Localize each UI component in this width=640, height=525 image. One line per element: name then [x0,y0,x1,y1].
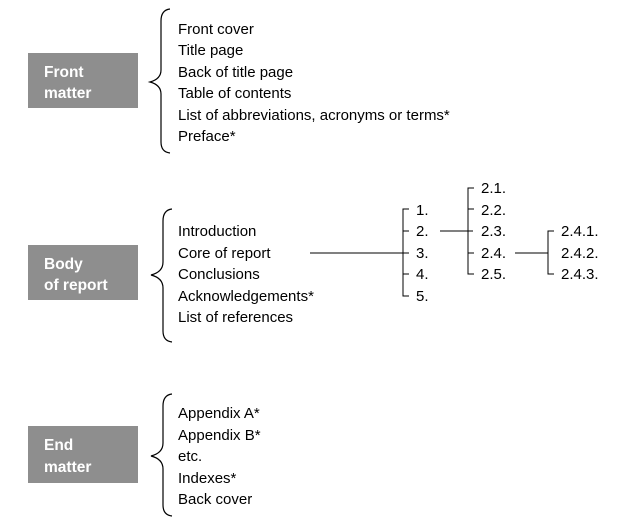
body-item: List of references [178,309,293,326]
front-matter-item: Front cover [178,21,254,38]
level2-number: 2.5. [481,266,506,283]
level1-number: 4. [416,266,429,283]
front-matter-box [28,53,138,108]
level3-bracket [547,230,554,275]
level1-number: 1. [416,202,429,219]
body-label-line-2: of report [44,277,108,294]
level2-bracket [467,187,474,275]
front-matter-brace [147,8,171,154]
body-box [28,245,138,300]
body-item: Conclusions [178,266,260,283]
body-section: Body of report Introduction Core of repo… [28,180,599,343]
end-matter-label-line-1: End [44,437,73,454]
end-matter-item: Back cover [178,491,252,508]
level2-number: 2.1. [481,180,506,197]
end-matter-box [28,426,138,483]
end-matter-section: End matter Appendix A* Appendix B* etc. … [28,393,261,517]
body-item: Introduction [178,223,256,240]
body-item: Core of report [178,245,271,262]
level1-number: 2. [416,223,429,240]
body-label-line-1: Body [44,256,83,273]
front-matter-label-line-1: Front [44,64,84,81]
level2-number: 2.3. [481,223,506,240]
front-matter-item: Table of contents [178,85,291,102]
front-matter-item: Title page [178,42,243,59]
front-matter-label-line-2: matter [44,85,91,102]
level3-number: 2.4.2. [561,245,599,262]
level2-number: 2.2. [481,202,506,219]
level3-number: 2.4.3. [561,266,599,283]
end-matter-item: Appendix A* [178,405,260,422]
level1-number: 3. [416,245,429,262]
end-matter-item: Indexes* [178,470,237,487]
end-matter-brace [150,393,173,517]
end-matter-label-line-2: matter [44,459,91,476]
front-matter-item: Back of title page [178,64,293,81]
body-item: Acknowledgements* [178,288,314,305]
level2-number: 2.4. [481,245,506,262]
body-brace [150,208,173,343]
level1-number: 5. [416,288,429,305]
end-matter-item: etc. [178,448,202,465]
front-matter-section: Front matter Front cover Title page Back… [28,8,450,154]
front-matter-item: Preface* [178,128,236,145]
front-matter-item: List of abbreviations, acronyms or terms… [178,107,450,124]
end-matter-item: Appendix B* [178,427,261,444]
level3-number: 2.4.1. [561,223,599,240]
level1-bracket [402,208,409,297]
